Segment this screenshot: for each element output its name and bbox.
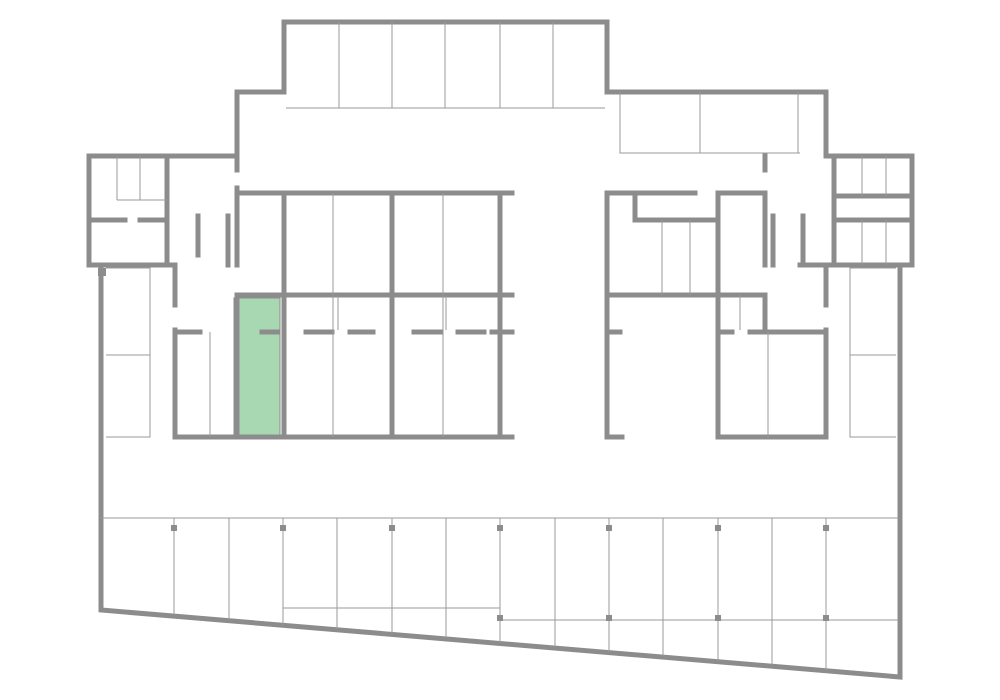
interior-walls (86, 153, 915, 440)
pillars (98, 268, 829, 621)
stall-lines (101, 22, 898, 670)
parking-space-selected[interactable] (233, 297, 281, 438)
